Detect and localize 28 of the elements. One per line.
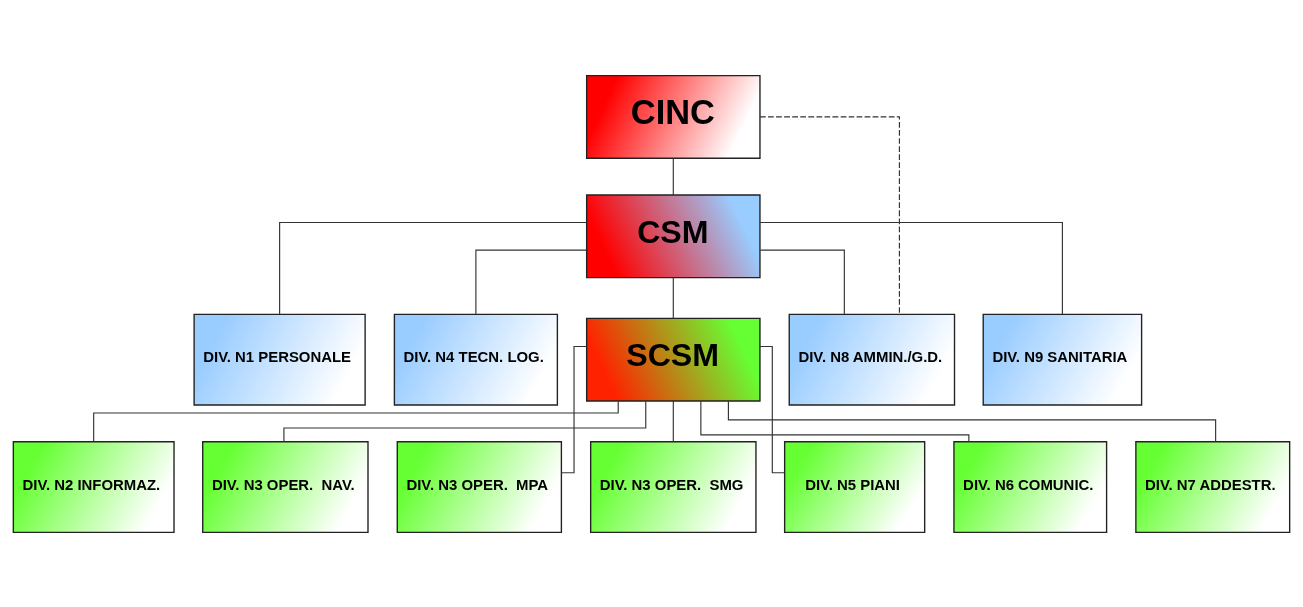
connector (93, 400, 619, 442)
node-box: DIV. N1 PERSONALE (193, 313, 366, 406)
node-box: DIV. N6 COMUNIC. (953, 440, 1108, 533)
connector (759, 115, 900, 315)
connector (475, 248, 587, 315)
connector (561, 345, 588, 473)
node-box: CSM (585, 193, 761, 278)
node-box: DIV. N3 OPER. SMG (589, 440, 757, 533)
connector (672, 276, 674, 319)
connector (759, 248, 845, 315)
node-box: CINC (585, 74, 761, 159)
node-box: DIV. N2 INFORMAZ. (12, 440, 175, 533)
connector (279, 221, 587, 315)
connector (727, 400, 1217, 442)
connector (672, 399, 674, 442)
node-box: DIV. N7 ADDESTR. (1135, 440, 1291, 533)
node-box: DIV. N4 TECN. LOG. (393, 313, 559, 406)
connector (759, 221, 1063, 315)
node-box: DIV. N8 AMMIN./G.D. (788, 313, 956, 406)
node-box: DIV. N9 SANITARIA (982, 313, 1143, 406)
connector (283, 400, 647, 442)
node-box: DIV. N3 OPER. MPA (396, 440, 563, 533)
connector (759, 345, 786, 473)
node-box: DIV. N5 PIANI (783, 440, 926, 533)
connector (672, 157, 674, 195)
node-box: SCSM (585, 317, 761, 402)
node-box: DIV. N3 OPER. NAV. (202, 440, 369, 533)
connector (700, 400, 970, 442)
